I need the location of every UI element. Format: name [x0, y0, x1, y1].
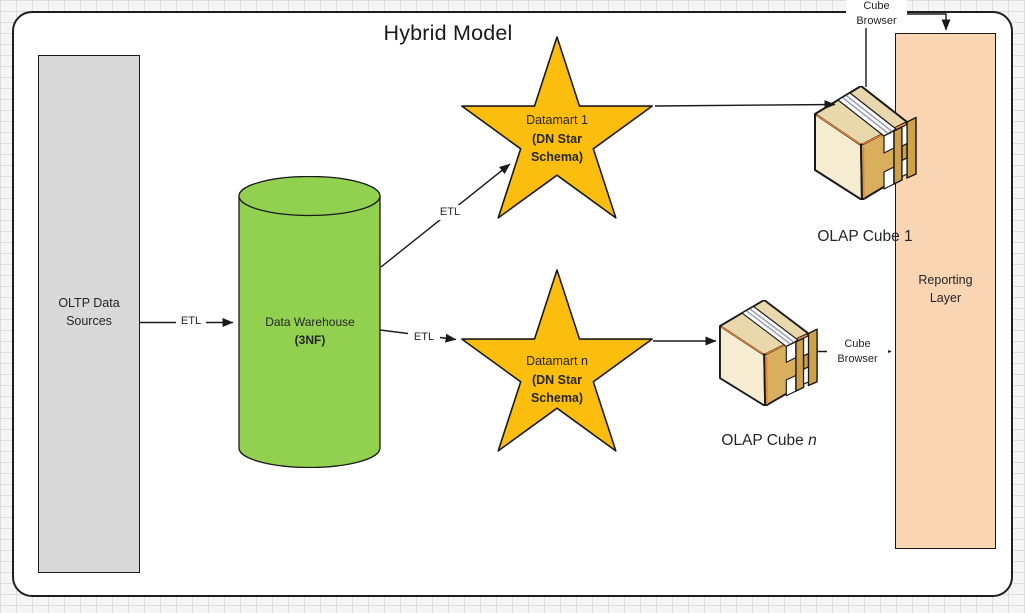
- page-title: Hybrid Model: [383, 21, 513, 45]
- datamart-n-star: [461, 269, 653, 452]
- olap-cube-n-label: OLAP Cube n: [721, 432, 817, 449]
- oltp-data-sources-label: OLTP Data Sources: [58, 296, 120, 328]
- etl-label-datamartn: ETL: [408, 330, 440, 345]
- datamart-1-star: [461, 36, 653, 219]
- olap-cube-1-icon: [814, 86, 917, 200]
- olap-cube-n-icon: [719, 300, 818, 406]
- oltp-data-sources-box: [38, 55, 140, 573]
- data-warehouse-cylinder: [238, 176, 381, 468]
- datamart-1-label: Datamart 1 (DN Star Schema): [526, 113, 588, 164]
- reporting-layer-label: Reporting Layer: [918, 273, 973, 305]
- olap-cube-1-label: OLAP Cube 1: [817, 228, 913, 245]
- datamart-n-label: Datamart n (DN Star Schema): [526, 354, 588, 405]
- etl-label-datamart1: ETL: [434, 205, 466, 220]
- data-warehouse-label: Data Warehouse (3NF): [265, 315, 355, 347]
- cube-browser-label-1: Cube Browser: [846, 0, 907, 28]
- cube-browser-label-n: Cube Browser: [827, 337, 888, 366]
- etl-label-oltp: ETL: [176, 314, 206, 329]
